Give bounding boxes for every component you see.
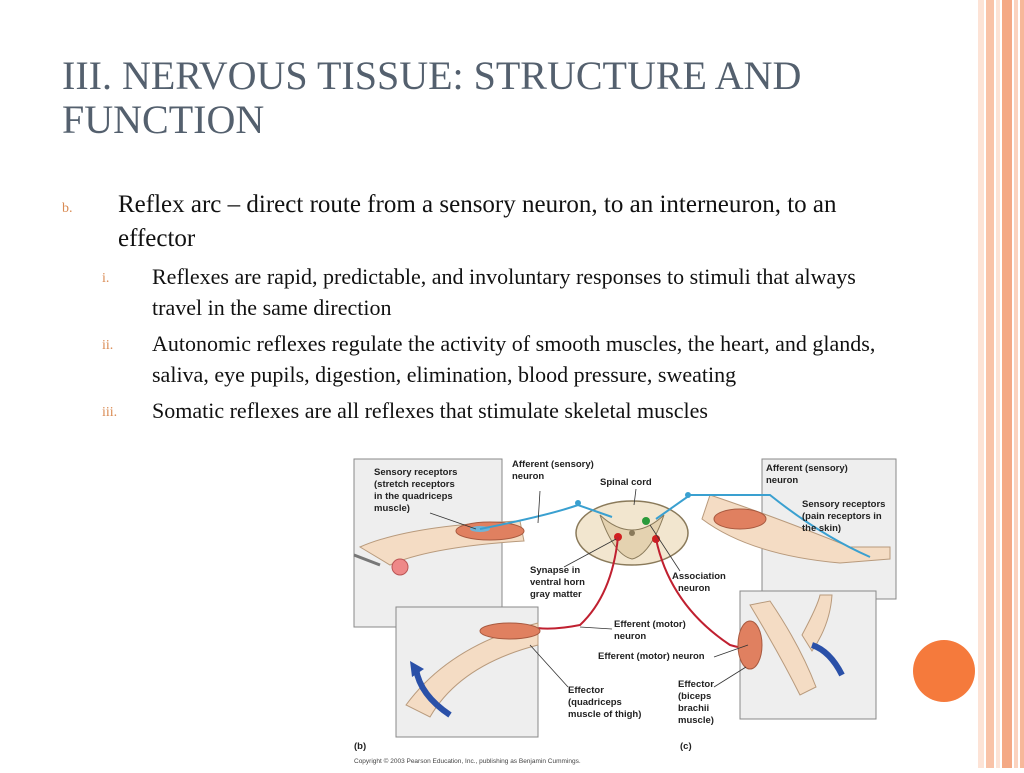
label-panel-c: (c): [680, 741, 692, 752]
decorative-stripes: [978, 0, 1024, 768]
label-efferent-c: Efferent (motor) neuron: [598, 651, 705, 662]
biceps-effector: [737, 620, 763, 670]
label-panel-b: (b): [354, 741, 366, 752]
bullet-list: b. Reflex arc – direct route from a sens…: [62, 188, 882, 426]
label-association: Association neuron: [672, 571, 729, 594]
label-afferent-b: Afferent (sensory) neuron: [512, 459, 596, 482]
sub-bullet-text: Autonomic reflexes regulate the activity…: [152, 331, 876, 387]
sub-bullet-text: Somatic reflexes are all reflexes that s…: [152, 398, 708, 423]
association-neuron-dot: [642, 517, 650, 525]
label-spinal-cord: Spinal cord: [600, 477, 652, 488]
sub-bullet-text: Reflexes are rapid, predictable, and inv…: [152, 264, 856, 320]
label-effector-c: Effector (biceps brachii muscle): [678, 679, 717, 726]
label-afferent-c: Afferent (sensory) neuron: [766, 463, 850, 486]
sub-bullet-iii: iii. Somatic reflexes are all reflexes t…: [62, 395, 882, 426]
label-sensory-receptors-c: Sensory receptors (pain receptors in the…: [802, 499, 888, 534]
arm-muscle: [713, 508, 767, 530]
sub-bullet-i: i. Reflexes are rapid, predictable, and …: [62, 261, 882, 323]
reflex-arc-diagram: Sensory receptors (stretch receptors in …: [353, 458, 897, 765]
afferent-ganglion-b: [575, 500, 581, 506]
reflex-arc-figure: Sensory receptors (stretch receptors in …: [350, 455, 904, 768]
quadriceps-effector: [479, 622, 541, 640]
quadriceps-muscle: [455, 521, 525, 541]
knee-tap-icon: [391, 558, 409, 576]
central-canal: [629, 530, 635, 536]
sub-bullet-marker: ii.: [102, 338, 114, 353]
kick-arrowhead-icon: [410, 661, 424, 677]
bullet-text: Reflex arc – direct route from a sensory…: [118, 191, 837, 252]
forearm-shape: [749, 600, 817, 696]
gray-matter: [599, 514, 665, 560]
label-sensory-receptors-b: Sensory receptors (stretch receptors in …: [374, 467, 460, 514]
efferent-neuron-b: [529, 536, 619, 630]
bullet-marker: b.: [62, 201, 73, 216]
withdraw-arrow-icon: [810, 642, 845, 677]
bullet-b: b. Reflex arc – direct route from a sens…: [62, 188, 882, 256]
sub-bullet-marker: i.: [102, 271, 110, 286]
afferent-neuron-b: [479, 503, 613, 530]
hand-shape: [801, 594, 833, 652]
slide-title: III. NERVOUS TISSUE: STRUCTURE AND FUNCT…: [62, 53, 802, 142]
sub-bullet-ii: ii. Autonomic reflexes regulate the acti…: [62, 328, 882, 390]
copyright-notice: Copyright © 2003 Pearson Education, Inc.…: [354, 757, 581, 765]
label-efferent-b: Efferent (motor) neuron: [614, 619, 688, 642]
label-effector-b: Effector (quadriceps muscle of thigh): [568, 685, 641, 720]
accent-dot: [913, 640, 975, 702]
reflex-hammer-icon: [353, 553, 381, 567]
afferent-ganglion-c: [685, 492, 691, 498]
label-synapse: Synapse in ventral horn gray matter: [530, 565, 588, 600]
afferent-neuron-c: [655, 494, 871, 558]
sub-bullet-marker: iii.: [102, 405, 118, 420]
